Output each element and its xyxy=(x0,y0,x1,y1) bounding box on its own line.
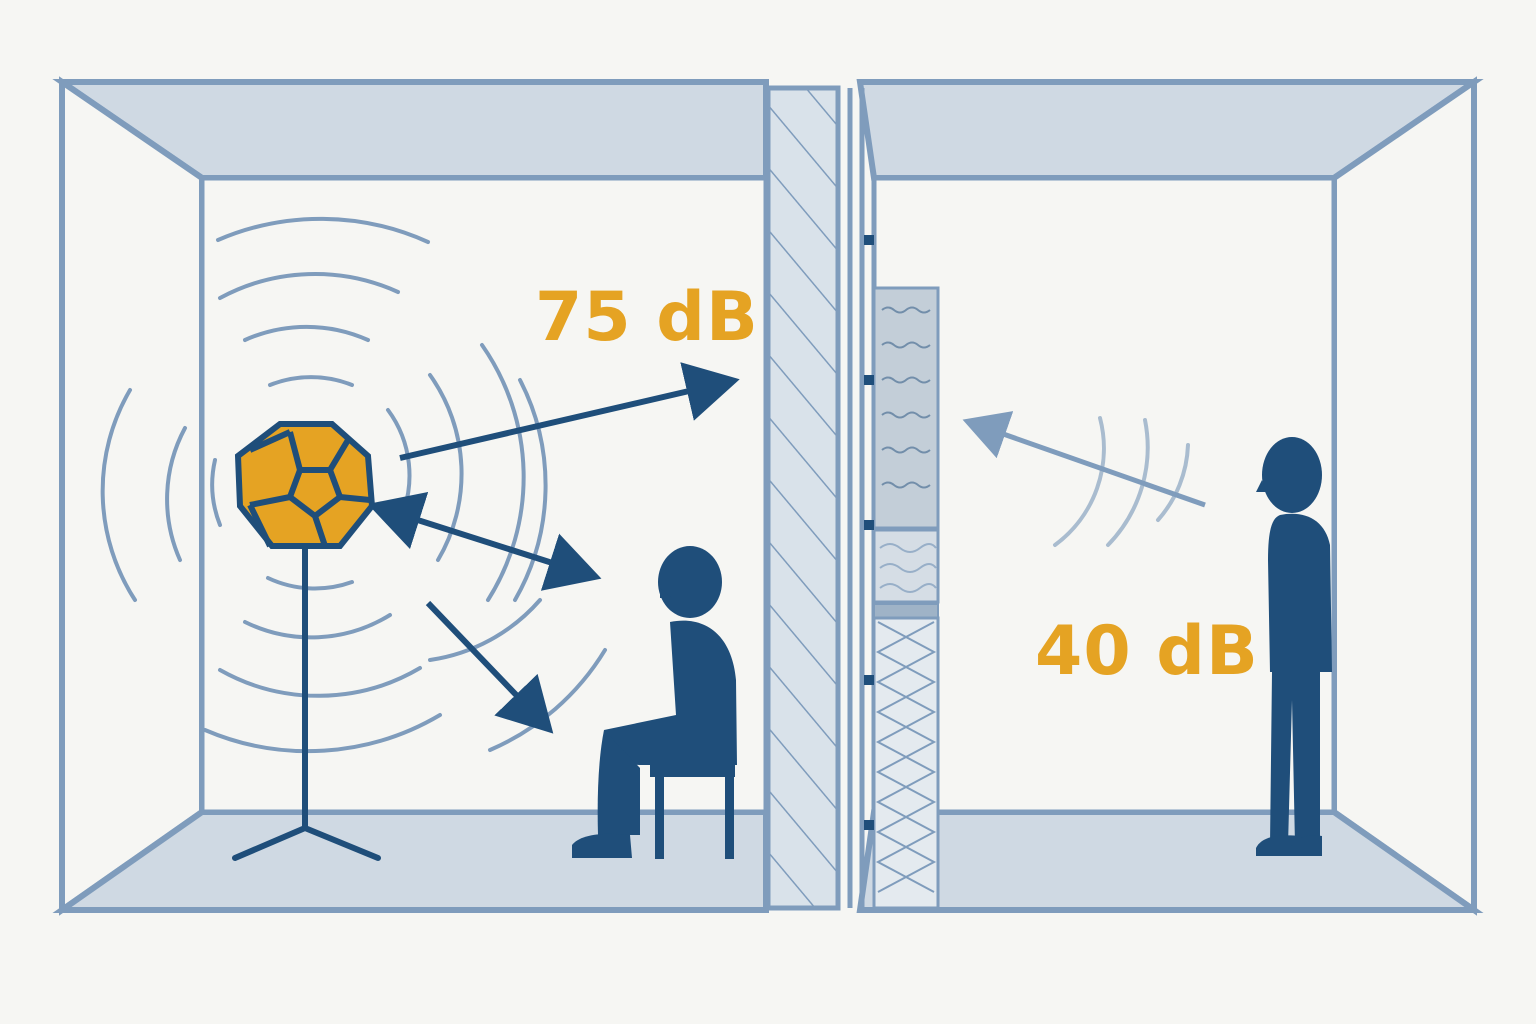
dodecahedron-speaker-icon xyxy=(232,421,381,861)
insulation-lining xyxy=(847,88,940,910)
standing-person-icon xyxy=(1256,437,1332,856)
receiver-room xyxy=(856,76,1484,916)
seated-person-icon xyxy=(572,546,737,859)
sound-path-arrows xyxy=(367,362,1206,734)
transmitted-waves xyxy=(1053,416,1190,547)
receiver-level-label: 40 dB xyxy=(1035,612,1259,691)
reflection-arrow xyxy=(367,491,602,591)
transmitted-arrow xyxy=(962,411,1206,508)
diffuse-arrow xyxy=(425,600,554,734)
direct-transmission-arrow xyxy=(399,362,740,461)
source-level-label: 75 dB xyxy=(535,278,759,357)
separating-wall xyxy=(765,85,841,911)
